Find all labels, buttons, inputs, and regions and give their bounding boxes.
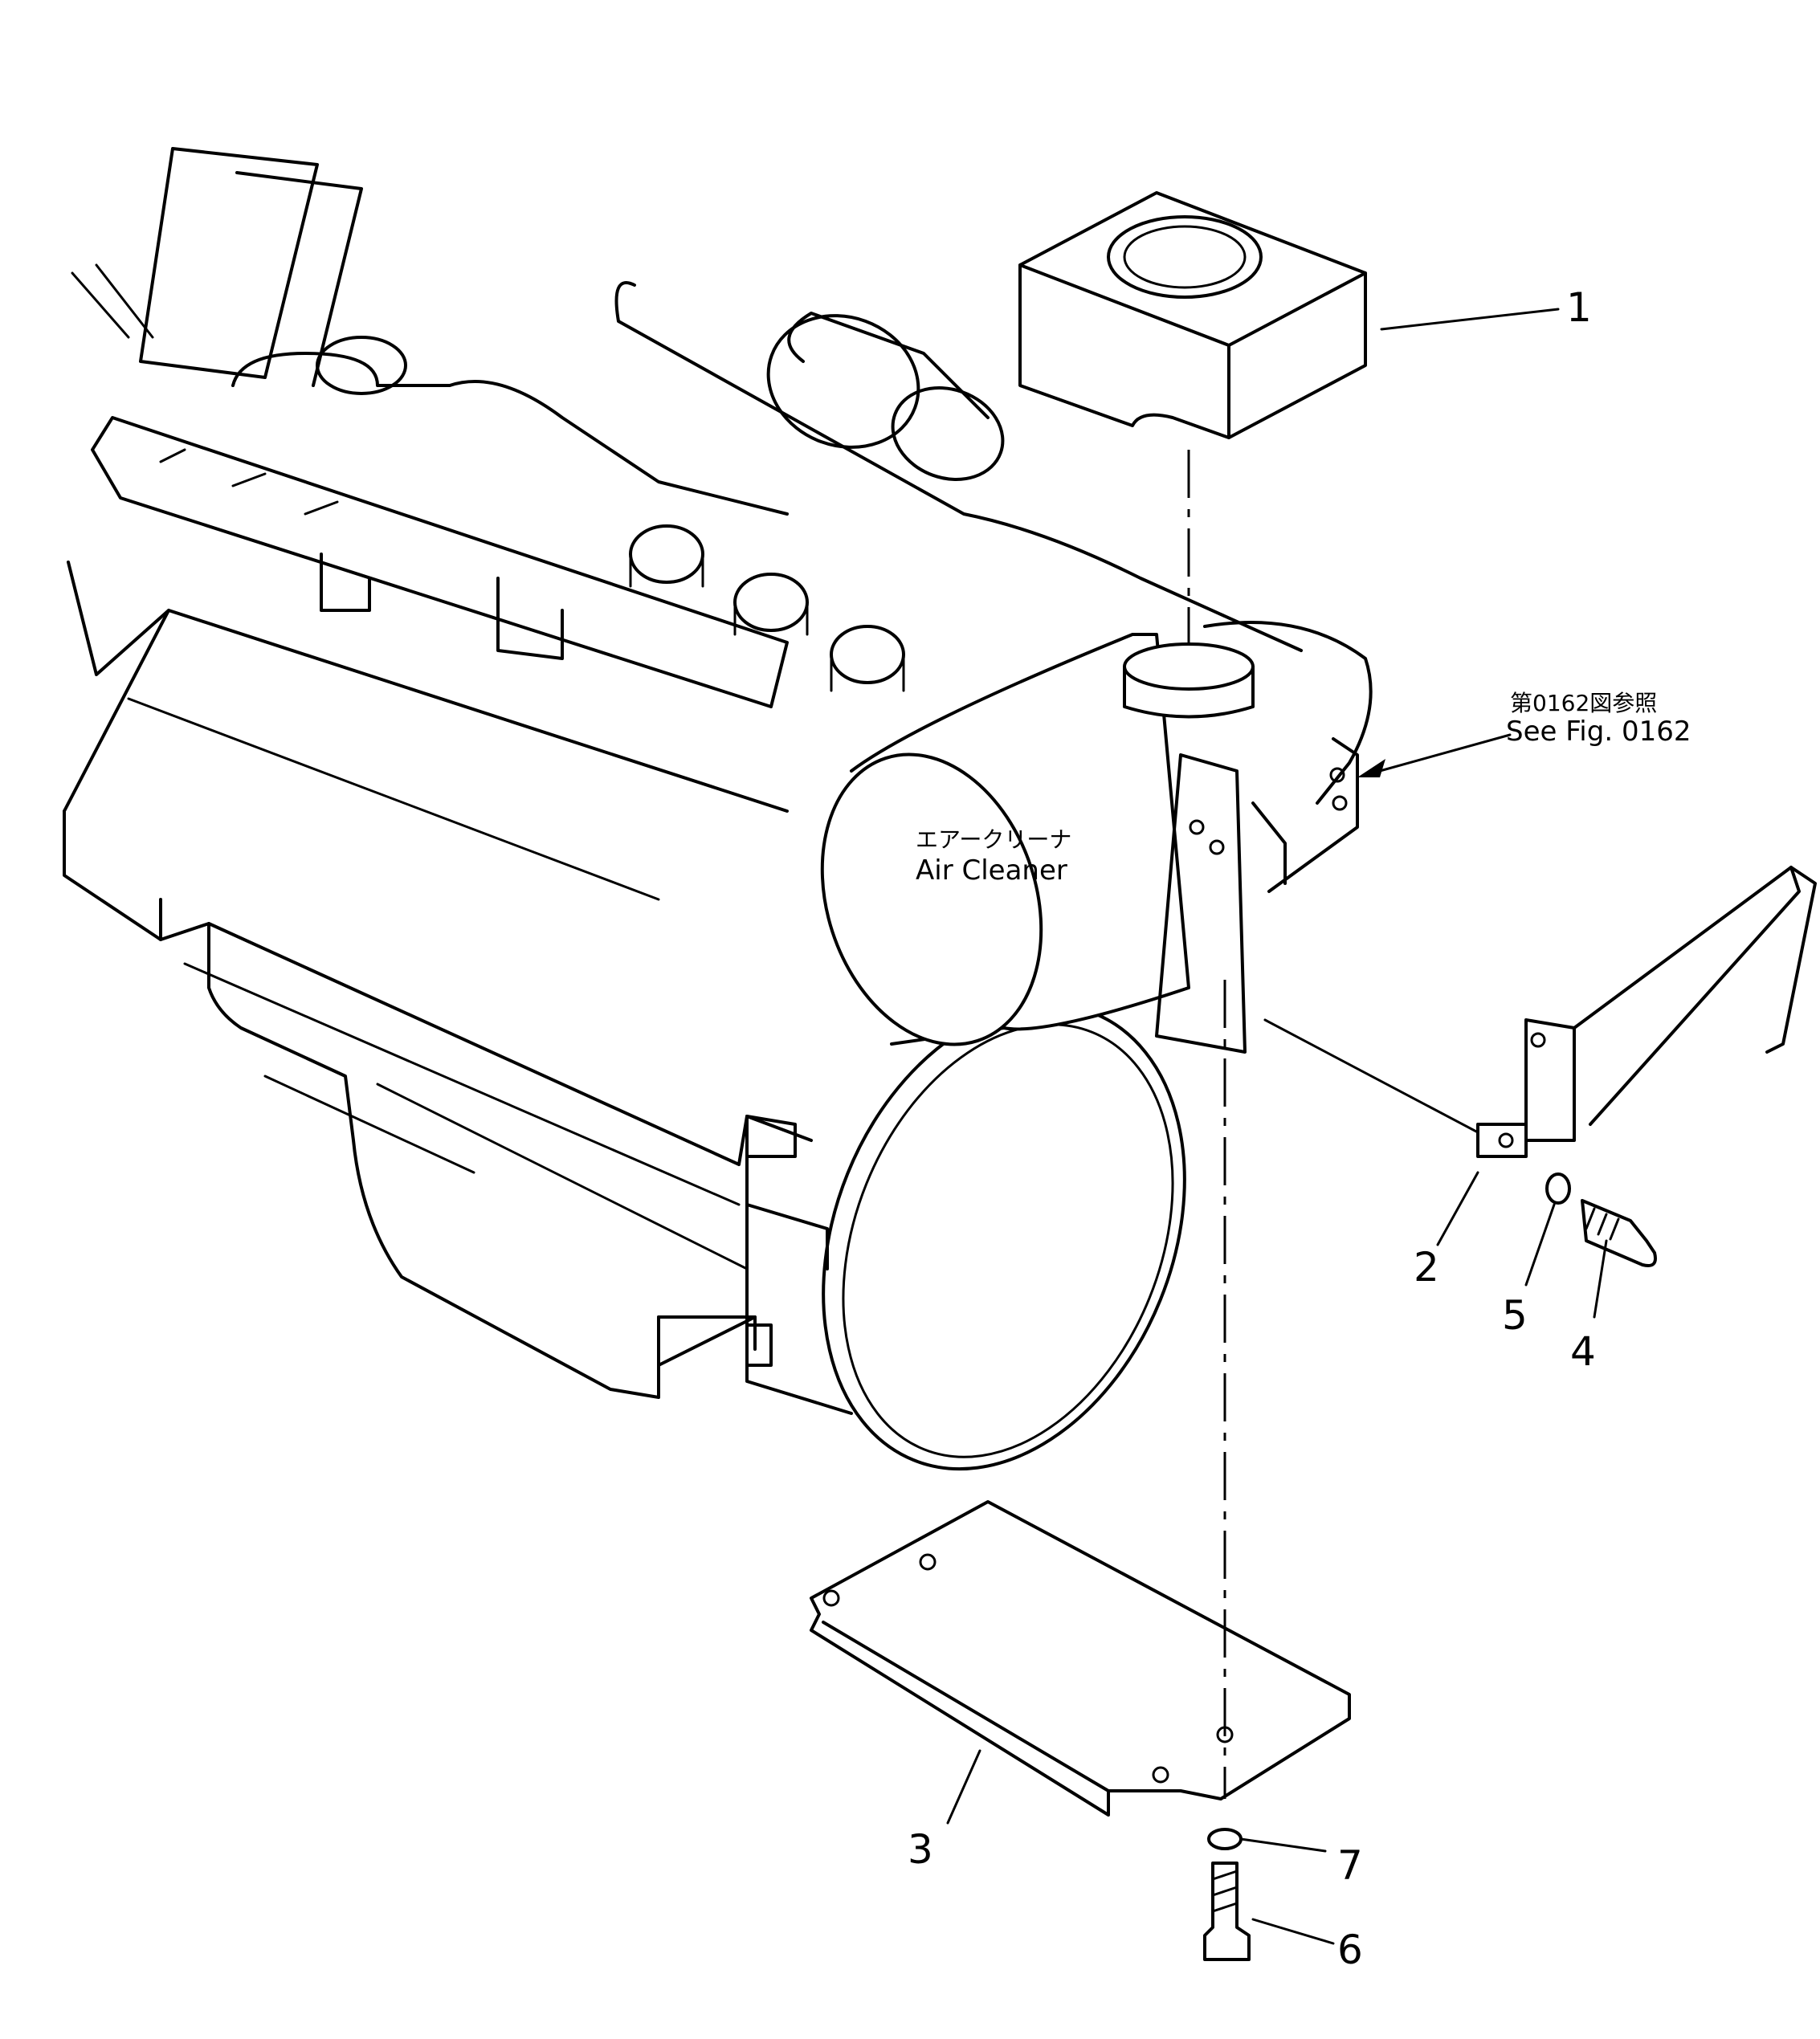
ref-leader (1364, 733, 1512, 777)
part-number-3: 3 (908, 1826, 933, 1873)
reference-label-jp: 第0162図参照 (1510, 690, 1657, 716)
part-number-1: 1 (1566, 284, 1592, 331)
leader-3 (946, 1749, 981, 1825)
leader-4 (1593, 1239, 1608, 1319)
part-number-5: 5 (1502, 1292, 1528, 1339)
leader-5 (1524, 1203, 1556, 1287)
leader-1 (1380, 308, 1560, 331)
air-cleaner-label-en: Air Cleaner (916, 854, 1067, 887)
leader-7 (1239, 1837, 1327, 1853)
part-number-7: 7 (1337, 1842, 1363, 1889)
engine-drawing (63, 147, 1817, 1961)
air-cleaner-label-jp: エアークリーナ (916, 826, 1071, 853)
leader-6 (1251, 1918, 1335, 1945)
reference-label-en: See Fig. 0162 (1506, 716, 1691, 748)
part-number-4: 4 (1570, 1328, 1596, 1375)
leader-2 (1436, 1171, 1479, 1246)
ref-arrowhead (1357, 759, 1385, 777)
part-number-2: 2 (1414, 1244, 1439, 1291)
part-number-6: 6 (1337, 1927, 1363, 1973)
